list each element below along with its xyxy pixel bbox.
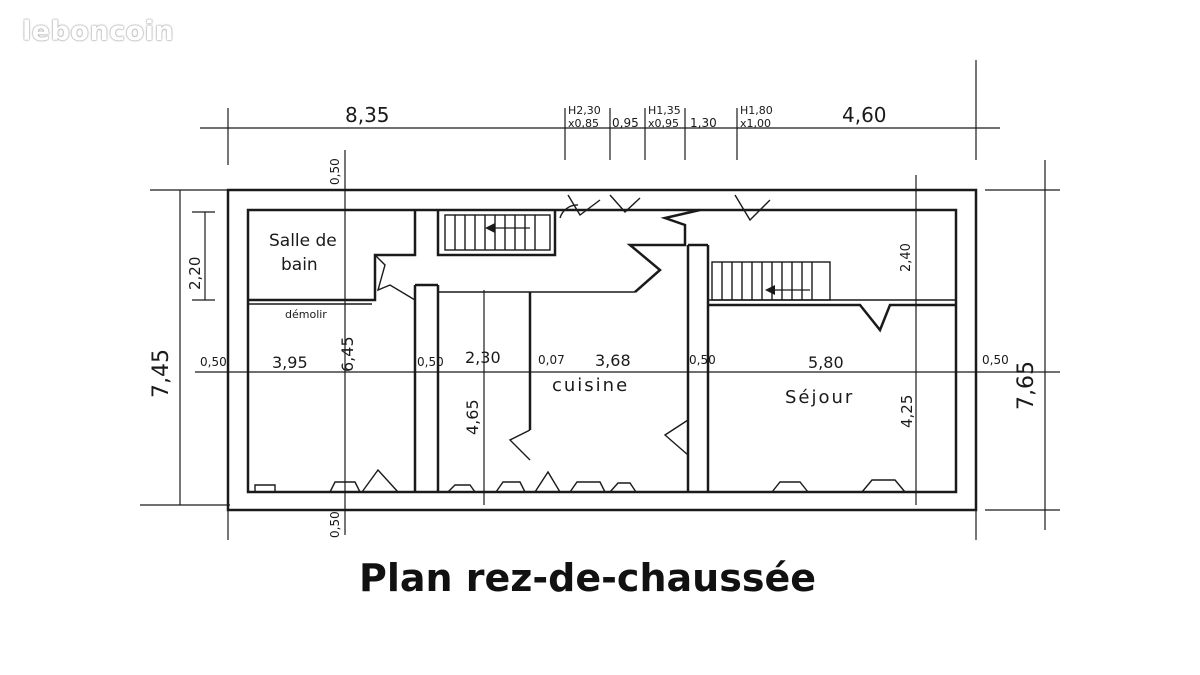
stair-right [711,261,831,301]
dim-wall-mid2: 0,50 [689,353,716,367]
dim-bath-depth: 6,45 [338,336,357,372]
dim-corridor-depth: 4,65 [463,399,482,435]
dim-window2-w: x0,95 [648,117,679,130]
dim-gap2: 1,30 [690,116,717,130]
dim-gap1: 0,95 [612,116,639,130]
stair-left [444,214,551,251]
dim-bath-height: 2,20 [186,257,204,290]
door-swings [374,254,689,461]
dim-wall-left: 0,50 [200,355,227,369]
bottom-openings [254,468,906,493]
dim-cuisine-width: 3,68 [595,351,631,370]
dim-left-height: 7,45 [149,349,174,398]
demolition-note: démolir [285,308,327,321]
dim-wall-top: 0,50 [328,158,342,185]
dim-sejour-depth: 4,25 [898,395,916,428]
room-sejour-label: Séjour [785,387,854,408]
room-bath-label-1: Salle de [269,231,337,251]
dim-sejour-width: 5,80 [808,353,844,372]
walls [226,188,978,512]
dim-wall-mid: 0,50 [417,355,444,369]
dim-bath-width: 3,95 [272,353,308,372]
dim-window1-h: H2,30 [568,104,601,117]
dim-window1-w: x0,85 [568,117,599,130]
dim-wall-bottom: 0,50 [328,511,342,538]
dim-window2-h: H1,35 [648,104,681,117]
dim-top-right: 4,60 [842,103,887,127]
dim-window3-w: x1,00 [740,117,771,130]
dim-window3-h: H1,80 [740,104,773,117]
dim-sejour-stair: 2,40 [899,243,914,272]
dim-wall-thin: 0,07 [538,353,565,367]
plan-caption: Plan rez-de-chaussée [358,556,816,600]
top-openings [559,194,771,222]
dim-wall-right: 0,50 [982,353,1009,367]
room-bath-label-2: bain [281,255,318,275]
dimension-lines [140,60,1060,540]
dim-right-height: 7,65 [1014,361,1039,410]
leboncoin-watermark: leboncoin [22,16,175,47]
dim-top-left: 8,35 [345,103,390,127]
room-cuisine-label: cuisine [552,375,629,396]
dim-corridor: 2,30 [465,348,501,367]
